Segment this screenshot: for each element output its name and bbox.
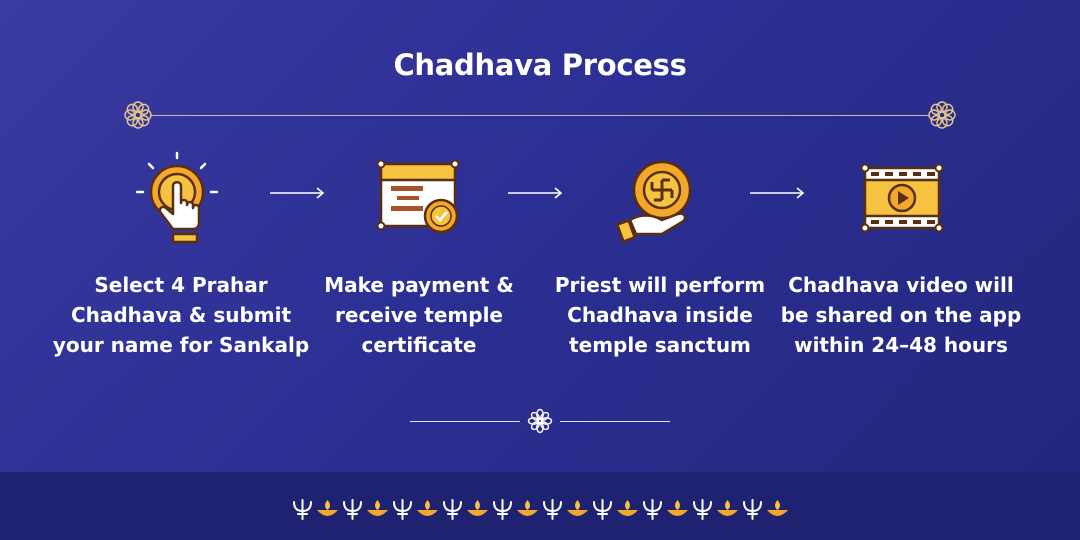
trishul-icon — [393, 499, 412, 520]
diya-icon — [467, 500, 488, 516]
trishul-icon — [543, 499, 562, 520]
diya-icon — [517, 500, 538, 516]
footer-band — [0, 472, 1080, 540]
trishul-icon — [693, 499, 712, 520]
diya-icon — [567, 500, 588, 516]
step-text: Select 4 Prahar Chadhava & submit your n… — [52, 273, 310, 357]
trishul-icon — [593, 499, 612, 520]
arrow-right-icon — [270, 187, 325, 199]
step-text: Priest will perform Chadhava inside temp… — [554, 273, 766, 357]
diya-icon — [667, 500, 688, 516]
arrow-right-icon — [508, 187, 563, 199]
step-payment: Make payment & receive temple certificat… — [310, 150, 528, 360]
step-text: Make payment & receive temple certificat… — [324, 273, 514, 357]
step-select: Select 4 Prahar Chadhava & submit your n… — [36, 150, 326, 360]
bottom-divider — [410, 407, 670, 437]
step-video: Chadhava video will be shared on the app… — [772, 150, 1030, 360]
trishul-icon — [343, 499, 362, 520]
offering-icon — [615, 160, 692, 244]
step-priest: Priest will perform Chadhava inside temp… — [540, 150, 780, 360]
top-divider-line — [150, 115, 930, 116]
video-icon — [860, 163, 944, 233]
flower-icon — [527, 408, 553, 434]
trishul-icon — [443, 499, 462, 520]
mandala-icon — [124, 101, 152, 129]
mandala-icon — [928, 101, 956, 129]
trishul-icon — [493, 499, 512, 520]
step-text: Chadhava video will be shared on the app… — [780, 273, 1022, 357]
certificate-icon — [376, 159, 460, 234]
trishul-icon — [293, 499, 312, 520]
diya-icon — [767, 500, 788, 516]
diya-icon — [367, 500, 388, 516]
diya-icon — [317, 500, 338, 516]
trishul-icon — [643, 499, 662, 520]
diya-icon — [417, 500, 438, 516]
tap-icon — [135, 151, 219, 244]
trishul-icon — [743, 499, 762, 520]
trishul-diya-pattern — [290, 498, 790, 524]
page-title: Chadhava Process — [393, 48, 687, 82]
diya-icon — [617, 500, 638, 516]
arrow-right-icon — [750, 187, 805, 199]
diya-icon — [717, 500, 738, 516]
